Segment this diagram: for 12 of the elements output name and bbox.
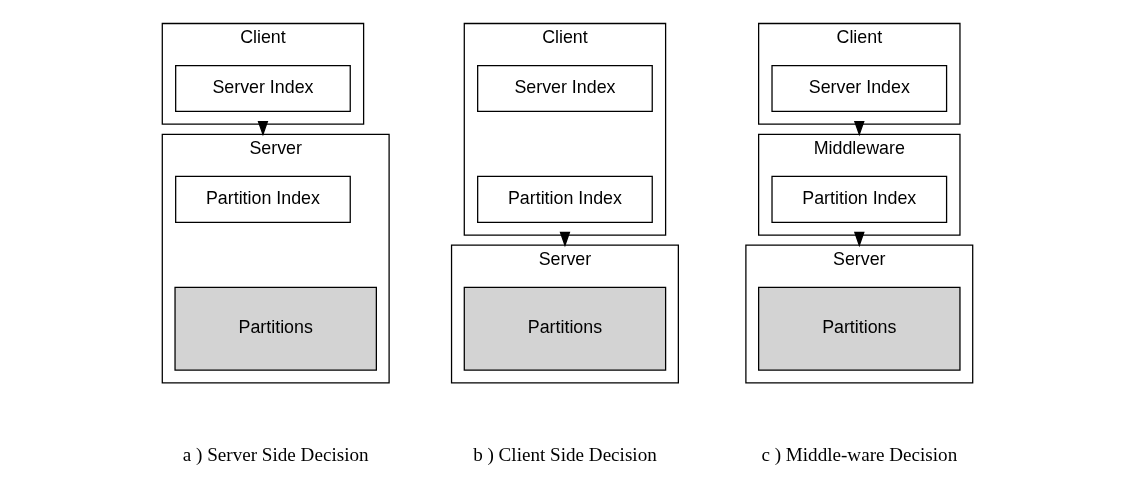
node-box: Server Index: [477, 64, 653, 113]
node-box: Server Index: [175, 64, 351, 113]
node-box: Partitions: [758, 286, 961, 371]
label: a ) Server Side Decision: [182, 444, 369, 466]
node-box: Partitions: [174, 286, 377, 371]
node-box: Partition Index: [477, 175, 653, 223]
node-box: Partitions: [463, 286, 667, 371]
node-box: Partition Index: [771, 175, 948, 223]
node-box: Partition Index: [175, 175, 351, 223]
label: b ) Client Side Decision: [473, 444, 657, 466]
node-box: Server Index: [771, 64, 948, 113]
label: c ) Middle-ware Decision: [761, 444, 958, 466]
